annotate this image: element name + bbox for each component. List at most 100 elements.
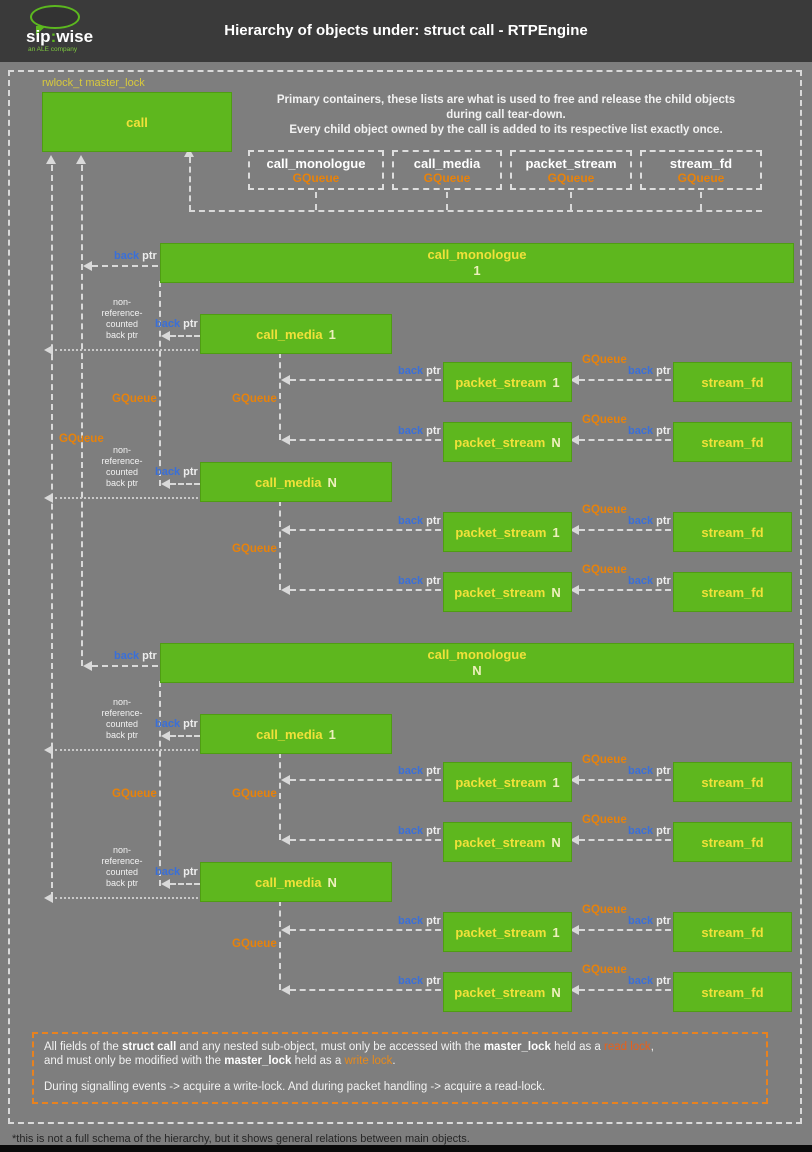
- dashed-line: [159, 281, 161, 486]
- legend-line-2: and must only be modified with the maste…: [44, 1055, 756, 1069]
- legend-write-lock: write lock: [344, 1054, 393, 1067]
- back-word: back: [155, 318, 181, 330]
- legend-line-1: All fields of the struct call and any ne…: [44, 1041, 756, 1055]
- node-title: packet_stream: [455, 374, 547, 390]
- nonref-line: non-: [112, 445, 131, 455]
- arrow-left-icon: [281, 775, 290, 785]
- ptr-word: ptr: [426, 765, 441, 777]
- arrow-left-icon: [83, 261, 92, 271]
- node-call-monologue-1: call_monologue 1: [160, 243, 794, 283]
- dashed-line: [51, 165, 53, 898]
- ptr-word: ptr: [656, 425, 671, 437]
- gqueue-label: GQueue: [59, 433, 104, 445]
- list-box-title: call_monologue: [266, 156, 366, 171]
- ptr-word: ptr: [426, 915, 441, 927]
- legend-master-lock: master_lock: [224, 1054, 292, 1067]
- arrow-left-icon: [570, 925, 579, 935]
- node-title: packet_stream: [454, 984, 546, 1000]
- node-suffix: 1: [328, 326, 336, 342]
- dashed-line: [159, 681, 161, 886]
- back-ptr-label: back ptr: [114, 250, 157, 262]
- ptr-word: ptr: [426, 825, 441, 837]
- node-title: call_media: [256, 726, 323, 742]
- legend-text: .: [392, 1054, 396, 1067]
- ptr-word: ptr: [142, 650, 157, 662]
- master-lock-label: rwlock_t master_lock: [42, 77, 145, 89]
- dashed-line: [170, 735, 200, 737]
- node-stream-fd: stream_fd: [673, 912, 792, 952]
- back-ptr-label: back ptr: [398, 515, 441, 527]
- gqueue-label: GQueue: [112, 788, 157, 800]
- node-call-monologue-n: call_monologue N: [160, 643, 794, 683]
- list-box-gqueue: GQueue: [547, 171, 595, 185]
- node-stream-fd: stream_fd: [673, 512, 792, 552]
- node-stream-fd: stream_fd: [673, 422, 792, 462]
- node-title: call_media: [255, 474, 322, 490]
- gqueue-label: GQueue: [232, 543, 277, 555]
- dashed-line: [579, 529, 671, 531]
- list-box-gqueue: GQueue: [677, 171, 725, 185]
- gqueue-label: GQueue: [232, 788, 277, 800]
- arrow-left-icon: [570, 775, 579, 785]
- arrow-left-icon: [281, 925, 290, 935]
- node-stream-fd: stream_fd: [673, 762, 792, 802]
- dashed-line: [579, 379, 671, 381]
- arrow-left-icon: [44, 345, 53, 355]
- nonref-backptr-label: non- reference- counted back ptr: [94, 697, 150, 741]
- back-ptr-label: back ptr: [155, 866, 198, 878]
- back-ptr-label: back ptr: [155, 466, 198, 478]
- dashed-line: [579, 989, 671, 991]
- back-word: back: [628, 975, 654, 987]
- back-ptr-label: back ptr: [398, 425, 441, 437]
- ptr-word: ptr: [426, 365, 441, 377]
- back-word: back: [398, 765, 424, 777]
- ptr-word: ptr: [426, 975, 441, 987]
- dashed-line: [170, 883, 200, 885]
- back-word: back: [628, 575, 654, 587]
- back-word: back: [398, 825, 424, 837]
- ptr-word: ptr: [656, 765, 671, 777]
- dashed-line: [290, 439, 441, 441]
- legend-text: and any nested sub-object, must only be …: [176, 1041, 484, 1053]
- node-title: call_media: [255, 874, 322, 890]
- node-title: call: [126, 114, 148, 130]
- ptr-word: ptr: [183, 866, 198, 878]
- legend-read-lock: read lock: [604, 1041, 651, 1053]
- arrow-up-icon: [76, 155, 86, 164]
- ptr-word: ptr: [656, 915, 671, 927]
- arrow-left-icon: [281, 435, 290, 445]
- node-suffix: N: [551, 984, 561, 1000]
- back-word: back: [398, 975, 424, 987]
- node-suffix: N: [551, 434, 561, 450]
- gqueue-label: GQueue: [582, 354, 627, 366]
- arrow-up-icon: [184, 148, 194, 157]
- nonref-line: counted: [105, 867, 139, 877]
- legend-text: held as a: [291, 1054, 345, 1067]
- node-title: stream_fd: [701, 374, 764, 390]
- gqueue-label: GQueue: [232, 393, 277, 405]
- bottom-bar: [0, 1145, 812, 1152]
- intro-text: Primary containers, these lists are what…: [240, 93, 772, 138]
- node-stream-fd: stream_fd: [673, 972, 792, 1012]
- arrow-left-icon: [281, 585, 290, 595]
- node-suffix: N: [551, 834, 561, 850]
- node-packet-stream-n: packet_stream N: [443, 972, 572, 1012]
- legend-master-lock: master_lock: [483, 1041, 551, 1053]
- node-suffix: 1: [552, 774, 560, 790]
- ptr-word: ptr: [426, 515, 441, 527]
- back-word: back: [628, 365, 654, 377]
- ptr-word: ptr: [426, 575, 441, 587]
- list-box-packet-stream: packet_stream GQueue: [510, 150, 632, 190]
- arrow-left-icon: [570, 525, 579, 535]
- nonref-line: reference-: [101, 856, 143, 866]
- dashed-line: [81, 165, 83, 666]
- list-box-gqueue: GQueue: [423, 171, 471, 185]
- nonref-line: back ptr: [105, 330, 138, 340]
- header-bar: sip:wise an ALE company Hierarchy of obj…: [0, 0, 812, 62]
- list-box-call-monologue: call_monologue GQueue: [248, 150, 384, 190]
- list-box-call-media: call_media GQueue: [392, 150, 502, 190]
- back-word: back: [628, 825, 654, 837]
